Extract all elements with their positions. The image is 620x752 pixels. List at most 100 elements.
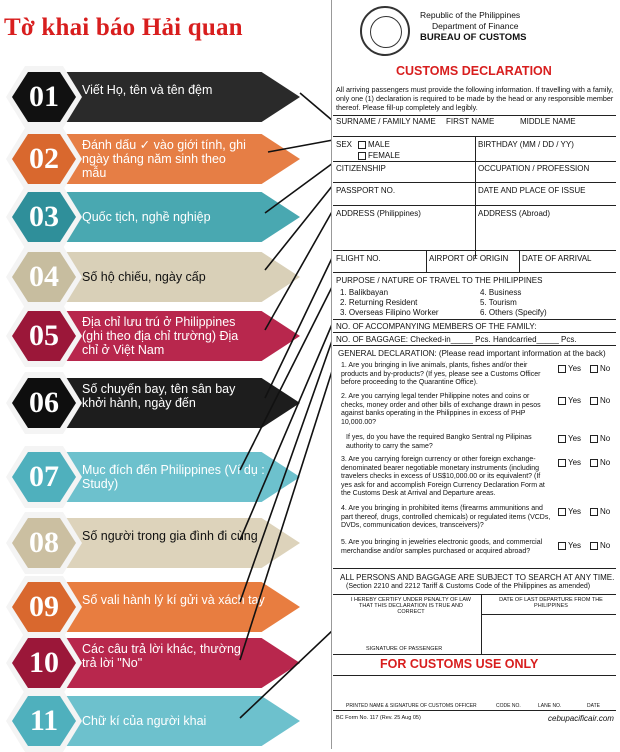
purpose-option-1[interactable]: 1. Balikbayan <box>340 288 389 297</box>
purpose-option-3[interactable]: 3. Overseas Filipino Worker <box>340 308 439 317</box>
yes-option[interactable]: Yes <box>558 507 581 516</box>
step-text: Chữ kí của người khai <box>82 714 207 728</box>
code-label: CODE NO. <box>496 703 521 709</box>
form-intro: All arriving passengers must provide the… <box>336 85 614 112</box>
step-number: 07 <box>29 460 59 493</box>
date-label: DATE <box>587 703 600 709</box>
step-arrow <box>60 192 300 242</box>
step-arrow <box>60 378 300 428</box>
step-text: Các câu trả lời khác, thường trả lời "No… <box>82 642 241 670</box>
section-notice: (Section 2210 and 2212 Tariff & Customs … <box>346 583 591 590</box>
step-text: Mục đích đến Philippines (Ví dụ : Study) <box>82 463 265 491</box>
question-1: 1. Are you bringing in live animals, pla… <box>341 362 541 386</box>
step-arrow <box>60 252 300 302</box>
step-arrow <box>60 311 300 361</box>
yes-option[interactable]: Yes <box>558 364 581 373</box>
step-text: Số hộ chiếu, ngày cấp <box>82 270 206 284</box>
step-hexagon-inner <box>12 311 76 361</box>
step-10: 10 Các câu trả lời khác, thường trả lời "… <box>0 632 310 694</box>
step-text: Số người trong gia đình đi cùng <box>82 529 258 543</box>
step-hexagon-inner <box>12 378 76 428</box>
question-2: 2. Are you carrying legal tender Philipp… <box>341 393 541 426</box>
address-ph-label: ADDRESS (Philippines) <box>336 209 421 218</box>
step-04: 04 Số hộ chiếu, ngày cấp <box>0 246 310 308</box>
step-hexagon-inner <box>12 452 76 502</box>
step-text: Địa chỉ lưu trú ở Philippines (ghi theo … <box>82 315 239 357</box>
agency-line-1: Republic of the Philippines <box>420 10 521 20</box>
step-number: 04 <box>29 260 59 293</box>
customs-form <box>331 0 620 749</box>
step-text: Đánh dấu ✓ vào giới tính, ghi ngày tháng… <box>82 138 246 180</box>
passport-label: PASSPORT NO. <box>336 186 396 195</box>
certify-text: I HEREBY CERTIFY UNDER PENALTY OF LAW TH… <box>350 597 471 615</box>
surname-label: SURNAME / FAMILY NAME <box>336 117 436 126</box>
citizenship-label: CITIZENSHIP <box>336 164 386 173</box>
bureau-seal-inner <box>370 16 402 48</box>
step-05: 05 Địa chỉ lưu trú ở Philippines (ghi the… <box>0 305 310 367</box>
male-option[interactable]: MALE <box>358 140 390 149</box>
purpose-option-6[interactable]: 6. Others (Specify) <box>480 308 547 317</box>
no-option[interactable]: No <box>590 364 610 373</box>
form-heading: CUSTOMS DECLARATION <box>396 64 552 78</box>
step-text: Số vali hành lý kí gửi và xách tay <box>82 593 265 607</box>
baggage-label: NO. OF BAGGAGE: Checked-in_____ Pcs. Han… <box>336 335 577 344</box>
no-option[interactable]: No <box>590 541 610 550</box>
dateplace-label: DATE AND PLACE OF ISSUE <box>478 186 586 195</box>
question-4: 4. Are you bringing in prohibited items … <box>341 505 551 529</box>
airport-label: AIRPORT OF ORIGIN <box>429 254 509 263</box>
no-option[interactable]: No <box>590 458 610 467</box>
step-text: Số chuyến bay, tên sân bay khởi hành, ng… <box>82 382 236 410</box>
step-number: 03 <box>29 200 59 233</box>
departure-label: DATE OF LAST DEPARTURE FROM THE PHILIPPI… <box>499 597 603 609</box>
step-number: 06 <box>29 386 59 419</box>
question-2b: If yes, do you have the required Bangko … <box>346 434 532 450</box>
yes-option[interactable]: Yes <box>558 541 581 550</box>
general-declaration-label: GENERAL DECLARATION: (Please read import… <box>338 349 606 358</box>
question-5: 5. Are you bringing in jewelries electro… <box>341 539 543 555</box>
yes-option[interactable]: Yes <box>558 458 581 467</box>
purpose-option-2[interactable]: 2. Returning Resident <box>340 298 418 307</box>
site-credit: cebupacificair.com <box>548 714 614 723</box>
yes-option[interactable]: Yes <box>558 396 581 405</box>
step-hexagon-inner <box>12 252 76 302</box>
female-option[interactable]: FEMALE <box>358 151 400 160</box>
no-option[interactable]: No <box>590 434 610 443</box>
step-arrow <box>60 696 300 746</box>
step-number: 11 <box>29 704 59 737</box>
page-title: Tờ khai báo Hải quan <box>4 14 243 41</box>
step-number: 10 <box>29 646 59 679</box>
agency-line-3: BUREAU OF CUSTOMS <box>420 32 527 43</box>
purpose-option-4[interactable]: 4. Business <box>480 288 522 297</box>
step-arrow <box>60 638 300 688</box>
step-06: 06 Số chuyến bay, tên sân bay khởi hành, … <box>0 372 310 434</box>
sex-label: SEX <box>336 140 353 149</box>
yes-option[interactable]: Yes <box>558 434 581 443</box>
step-arrow <box>60 72 300 122</box>
flight-label: FLIGHT NO. <box>336 254 381 263</box>
family-label: NO. OF ACCOMPANYING MEMBERS OF THE FAMIL… <box>336 322 537 331</box>
step-number: 01 <box>29 80 59 113</box>
question-3: 3. Are you carrying foreign currency or … <box>341 456 545 497</box>
signature-label: SIGNATURE OF PASSENGER <box>366 646 443 652</box>
step-arrow <box>60 582 300 632</box>
bureau-seal <box>360 6 410 56</box>
step-11: 11 Chữ kí của người khai <box>0 690 310 752</box>
step-number: 05 <box>29 319 59 352</box>
no-option[interactable]: No <box>590 507 610 516</box>
purpose-option-5[interactable]: 5. Tourism <box>480 298 517 307</box>
search-notice: ALL PERSONS AND BAGGAGE ARE SUBJECT TO S… <box>340 573 615 582</box>
address-abroad-label: ADDRESS (Abroad) <box>478 209 551 218</box>
no-option[interactable]: No <box>590 396 610 405</box>
arrival-label: DATE OF ARRIVAL <box>522 254 592 263</box>
lane-label: LANE NO. <box>538 703 562 709</box>
purpose-label: PURPOSE / NATURE OF TRAVEL TO THE PHILIP… <box>336 276 543 285</box>
middlename-label: MIDDLE NAME <box>520 117 576 126</box>
form-number: BC Form No. 117 (Rev. 25 Aug 05) <box>336 715 421 721</box>
occupation-label: OCCUPATION / PROFESSION <box>478 164 590 173</box>
